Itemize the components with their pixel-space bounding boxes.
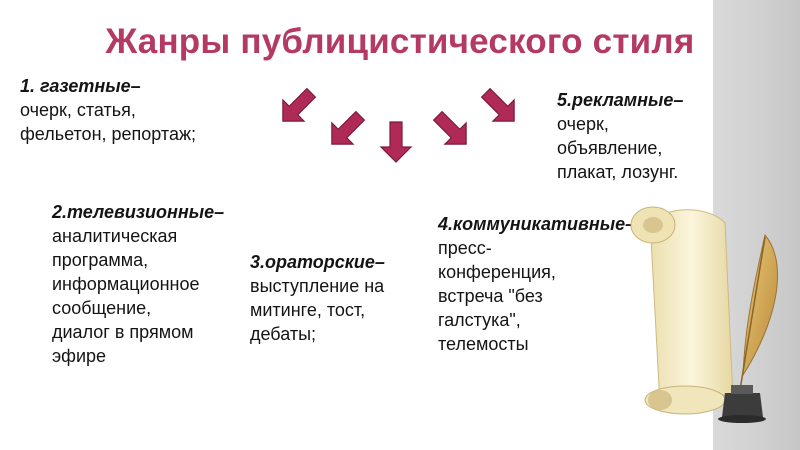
genre-communicative-heading: 4.коммуникативные–	[438, 214, 636, 234]
genre-oratory-body: выступление на митинге, тост, дебаты;	[250, 276, 385, 344]
genre-newspaper: 1. газетные– очерк, статья, фельетон, ре…	[20, 74, 200, 146]
genre-advertising-dash: –	[673, 90, 684, 110]
arrow-icon-5	[480, 87, 515, 122]
genre-television-heading: 2.телевизионные–	[52, 202, 225, 222]
genre-newspaper-heading: 1. газетные	[20, 76, 131, 96]
arrow-icon-2	[331, 110, 366, 145]
genre-oratory-heading: 3.ораторские	[250, 252, 375, 272]
genre-oratory: 3.ораторские– выступление на митинге, то…	[250, 250, 400, 346]
arrow-icon-1	[282, 87, 317, 122]
genre-communicative-body: пресс-конференция, встреча "без галстука…	[438, 238, 556, 354]
genre-television: 2.телевизионные– аналитическая программа…	[52, 200, 224, 368]
genre-television-body: аналитическая программа, информационное …	[52, 226, 200, 366]
genre-newspaper-body: очерк, статья, фельетон, репортаж;	[20, 100, 197, 144]
genre-newspaper-dash: –	[130, 76, 141, 96]
arrow-icon-4	[432, 110, 467, 145]
genre-advertising-heading: 5.рекламные	[557, 90, 674, 110]
arrow-icon-3	[379, 121, 413, 163]
genre-advertising-body: очерк, объявление, плакат, лозунг.	[557, 114, 679, 182]
genre-oratory-dash: –	[374, 252, 385, 272]
genre-communicative: 4.коммуникативные– пресс-конференция, вс…	[438, 212, 635, 356]
genre-advertising: 5.рекламные– очерк, объявление, плакат, …	[557, 88, 717, 184]
slide-title: Жанры публицистического стиля	[105, 22, 695, 61]
scroll-and-quill-icon	[630, 206, 778, 423]
